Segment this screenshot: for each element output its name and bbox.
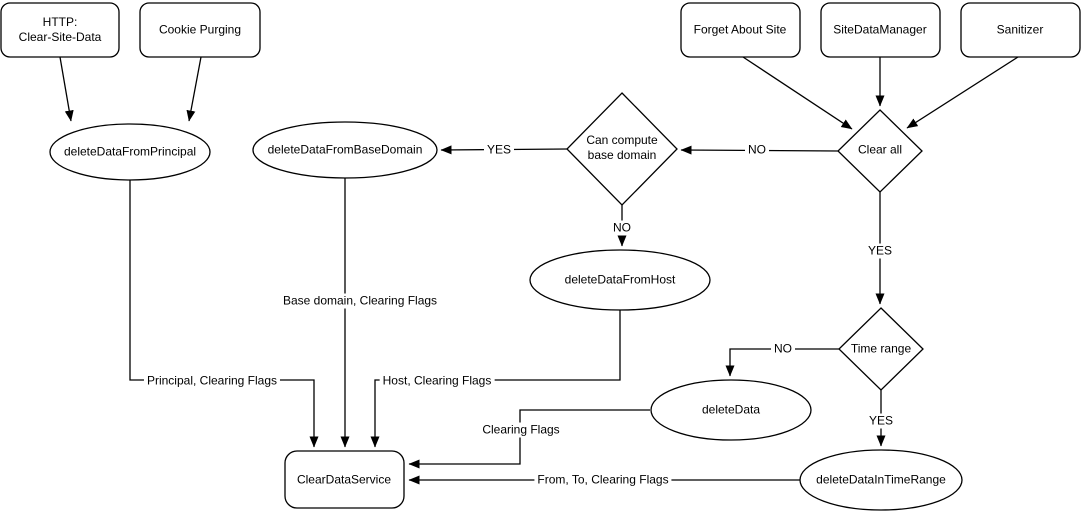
delete-data-from-host-node <box>529 249 711 311</box>
http-clear-site-data-node <box>0 2 120 58</box>
delete-data-from-principal-node <box>49 123 211 181</box>
edge-deletedata-to-service <box>408 409 650 469</box>
clear-all-node <box>837 109 923 193</box>
edge-host-to-service <box>370 310 621 448</box>
delete-data-in-time-range-node <box>799 449 963 511</box>
site-data-manager-node <box>820 2 941 58</box>
delete-data-node <box>650 379 812 441</box>
edge-principal-to-service <box>129 180 319 448</box>
edge-cancompute-yes-to-basedomain <box>440 145 568 155</box>
edge-sanitizer-to-clearall <box>906 56 1019 129</box>
edge-cookie-to-principal <box>186 56 202 122</box>
time-range-node <box>838 307 924 391</box>
cookie-purging-node <box>139 2 261 58</box>
edge-timerange-no-to-deletedata <box>725 348 839 377</box>
clear-data-service-node <box>284 450 405 509</box>
sanitizer-node <box>960 2 1081 58</box>
edge-forget-to-clearall <box>742 56 853 130</box>
forget-about-site-node <box>680 2 801 58</box>
delete-data-from-base-domain-node <box>252 121 438 179</box>
can-compute-base-domain-node <box>566 92 678 206</box>
edge-clearall-no-to-cancompute <box>680 145 839 155</box>
edge-http-to-principal <box>59 56 74 122</box>
